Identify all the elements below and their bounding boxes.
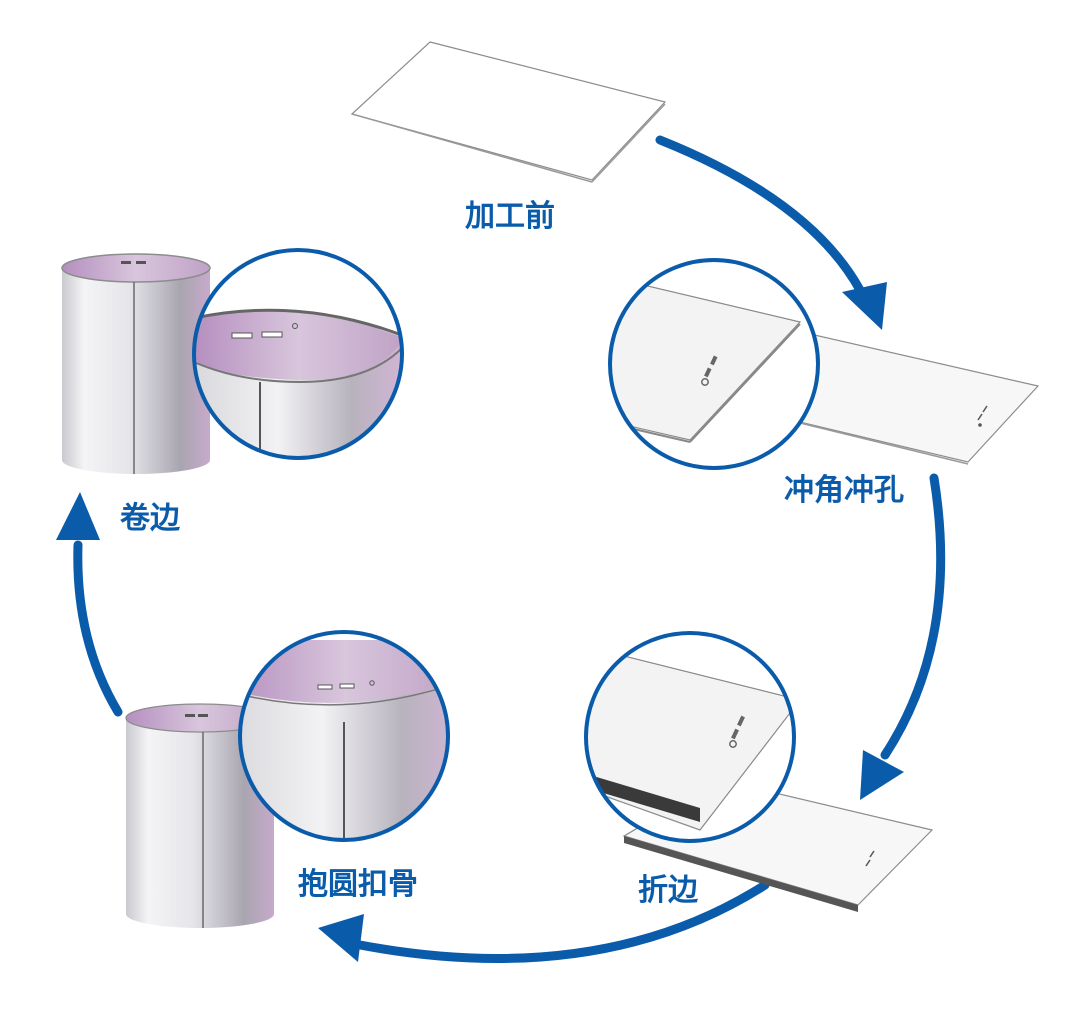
arrow-1-to-2 <box>655 135 865 295</box>
step-4-zoom-detail <box>238 630 450 842</box>
arrow-1-to-2-head <box>842 282 887 330</box>
step-5-zoom-detail <box>192 248 404 460</box>
step-3-label: 折边 <box>638 873 699 908</box>
step-5-curled-cylinder <box>61 253 211 474</box>
step-3-zoom-detail <box>584 631 796 843</box>
step-2-label: 冲角冲孔 <box>784 473 904 508</box>
arrow-2-to-3-head <box>860 750 904 800</box>
step-1-flat-sheet <box>350 41 667 183</box>
arrow-2-to-3 <box>880 473 946 760</box>
step-2-zoom-detail <box>608 258 820 470</box>
arrow-4-to-5 <box>73 540 123 717</box>
step-5-label: 卷边 <box>120 501 181 536</box>
arrow-3-to-4 <box>355 880 770 963</box>
cycle-arrows <box>56 135 946 963</box>
step-4-label: 抱圆扣骨 <box>298 867 418 902</box>
step-1-label: 加工前 <box>465 199 555 234</box>
arrow-4-to-5-head <box>56 492 100 540</box>
arrow-3-to-4-head <box>318 914 364 962</box>
